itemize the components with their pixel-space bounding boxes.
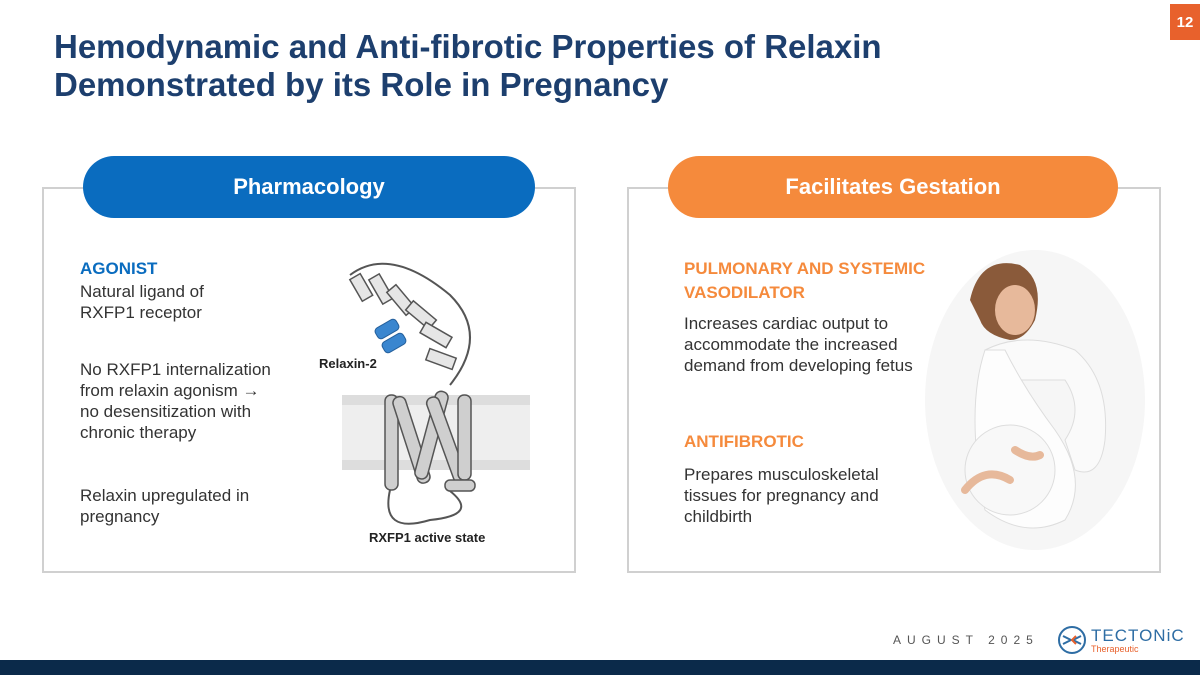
date-label: AUGUST 2025 (893, 633, 1039, 647)
agonist-text-3: Relaxin upregulated in pregnancy (80, 486, 250, 526)
footer-bar (0, 660, 1200, 675)
rxfp1-structure-figure (342, 262, 530, 525)
agonist-text-2: No RXFP1 internalization from relaxin ag… (80, 360, 271, 442)
antifibrotic-text: Prepares musculoskeletal tissues for pre… (684, 465, 879, 526)
agonist-heading: AGONIST (80, 259, 158, 278)
logo-subtitle: Therapeutic (1091, 643, 1139, 654)
antifibrotic-heading: ANTIFIBROTIC (684, 432, 804, 451)
vasodilator-text: Increases cardiac output to accommodate … (684, 314, 913, 375)
tectonic-logo: TECTONiC Therapeutic (1057, 625, 1185, 655)
page-title: Hemodynamic and Anti-fibrotic Properties… (54, 28, 882, 103)
figure-caption: RXFP1 active state (369, 530, 486, 545)
tectonic-logo-mark (1058, 626, 1086, 654)
agonist-text-1: Natural ligand of RXFP1 receptor (80, 282, 204, 322)
transmembrane-helices (384, 390, 476, 492)
gestation-header: Facilitates Gestation (668, 156, 1118, 218)
page-number: 12 (1170, 4, 1200, 40)
relaxin-2-label: Relaxin-2 (319, 356, 377, 371)
receptor-ectodomain (348, 262, 471, 386)
logo-name: TECTONiC (1091, 625, 1185, 645)
vasodilator-heading: PULMONARY AND SYSTEMIC VASODILATOR (684, 259, 926, 302)
pregnant-woman-photo (925, 250, 1145, 550)
relaxin-2-molecule (374, 318, 407, 354)
pharmacology-header: Pharmacology (83, 156, 535, 218)
